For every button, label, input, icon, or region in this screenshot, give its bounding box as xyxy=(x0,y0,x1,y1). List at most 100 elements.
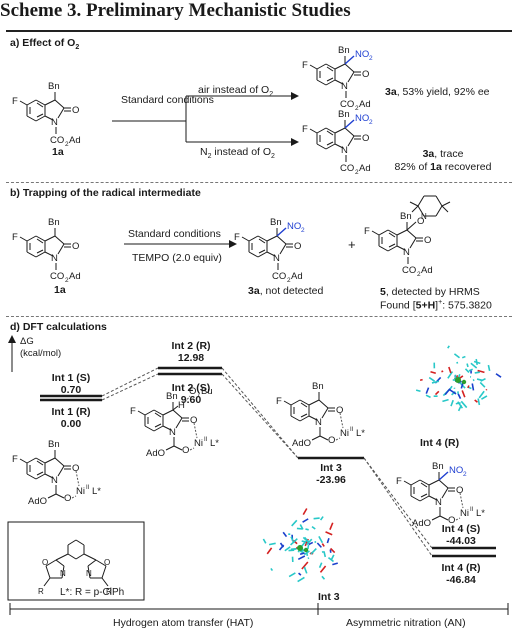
result-air: 3a, 53% yield, 92% ee xyxy=(385,86,490,98)
oxygen-label: O xyxy=(362,69,369,80)
oxygen-label: O xyxy=(42,558,48,567)
fluorine-label: F xyxy=(396,476,402,487)
atom-subscript: 2 xyxy=(417,271,421,278)
level-int1r: Int 1 (R)0.00 xyxy=(51,406,91,430)
ester-label: CO xyxy=(50,271,64,282)
ester-label: Ad xyxy=(359,99,371,110)
nitrogen-label: N xyxy=(315,417,322,428)
level-int3: Int 3-23.96 xyxy=(316,462,346,486)
model-int4r xyxy=(415,345,502,412)
ligand-box xyxy=(7,521,145,601)
benzyl-label: Bn xyxy=(48,217,60,228)
fluorine-label: F xyxy=(12,454,18,465)
nitrogen-label: N xyxy=(60,569,66,578)
axis-label: ΔG(kcal/mol) xyxy=(20,336,62,359)
benzyl-label: Bn xyxy=(338,109,350,120)
fluorine-label: F xyxy=(276,396,282,407)
atom-subscript: 2 xyxy=(65,141,69,148)
level-int1s: Int 1 (S)0.70 xyxy=(51,372,91,396)
an-label: Asymmetric nitration (AN) xyxy=(346,617,466,629)
oxygen-label: O xyxy=(104,558,110,567)
ester-label: Ad xyxy=(359,163,371,174)
ester-label: CO xyxy=(340,99,354,110)
oxygen-label: O xyxy=(64,493,71,504)
oxidation-state: II xyxy=(470,507,474,513)
model-int3 xyxy=(262,508,338,583)
product-3a-note: 3a, not detected xyxy=(248,285,324,297)
atom-subscript: 2 xyxy=(463,471,467,478)
compound-1a-label-b: 1a xyxy=(54,284,66,296)
ester-label: CO xyxy=(50,135,64,146)
divider-bd xyxy=(6,316,512,317)
benzyl-label: Bn xyxy=(400,211,412,222)
oxygen-label: O xyxy=(190,415,197,426)
r-group-label: R xyxy=(38,587,44,596)
phase-axis xyxy=(9,603,509,615)
hrms-found: Found [5+H]+: 575.3820 xyxy=(380,299,492,312)
ado-label: AdO xyxy=(412,518,431,529)
conditions-top-b: Standard conditions xyxy=(128,228,221,240)
benzyl-label: Bn xyxy=(312,381,324,392)
oxygen-label: O xyxy=(362,133,369,144)
air-condition-label: air instead of O2 xyxy=(198,84,274,99)
oxygen-label: O xyxy=(424,235,431,246)
ester-label: CO xyxy=(272,271,286,282)
nitrogen-label: N xyxy=(403,247,410,258)
nitro-label: NO xyxy=(449,465,463,476)
level-int4s: Int 4 (S)-44.03 xyxy=(441,523,481,547)
nickel-label: Ni xyxy=(340,428,349,439)
divider-ab xyxy=(6,182,512,183)
oxygen-label: O xyxy=(182,445,189,456)
atom-subscript: 2 xyxy=(355,105,359,112)
benzyl-label: Bn xyxy=(338,45,350,56)
fluorine-label: F xyxy=(302,60,308,71)
ester-label: Ad xyxy=(69,271,81,282)
nickel-label: Ni xyxy=(194,438,203,449)
ligand-label: L* xyxy=(356,428,365,439)
benzyl-label: Bn xyxy=(48,81,60,92)
nitro-label: NO xyxy=(287,221,301,232)
oxygen-label: O xyxy=(328,435,335,446)
nitrogen-label: N xyxy=(51,253,58,264)
ado-label: AdO xyxy=(146,448,165,459)
ligand-label: L* xyxy=(476,508,485,519)
nitrogen-label: N xyxy=(341,145,348,156)
fluorine-label: F xyxy=(302,124,308,135)
nitro-label: NO xyxy=(355,113,369,124)
fluorine-label: F xyxy=(234,232,240,243)
nitrogen-label: N xyxy=(86,569,92,578)
fluorine-label: F xyxy=(130,406,136,417)
oxygen-label: O xyxy=(72,105,79,116)
oxygen-label: O xyxy=(294,241,301,252)
level-int4r: Int 4 (R)-46.84 xyxy=(441,562,481,586)
energy-levels xyxy=(40,366,496,558)
hat-label: Hydrogen atom transfer (HAT) xyxy=(113,617,254,629)
ado-label: AdO xyxy=(28,496,47,507)
ligand-label: L* xyxy=(210,438,219,449)
plus-sign: + xyxy=(348,237,356,252)
atom-subscript: 2 xyxy=(301,227,305,234)
adduct-5-note: 5, detected by HRMS xyxy=(380,286,480,298)
fluorine-label: F xyxy=(364,226,370,237)
nitrogen-label: N xyxy=(421,212,427,221)
nitrogen-label: N xyxy=(435,497,442,508)
oxygen-label: O xyxy=(448,515,455,526)
atom-subscript: 2 xyxy=(65,277,69,284)
nitrogen-label: N xyxy=(51,475,58,486)
level-int2r: Int 2 (R)12.98 xyxy=(171,340,211,364)
fluorine-label: F xyxy=(12,96,18,107)
oxygen-label: O xyxy=(72,463,79,474)
ester-label: CO xyxy=(402,265,416,276)
hydrogen-label: H xyxy=(178,400,185,411)
atom-subscript: 2 xyxy=(369,55,373,62)
atom-subscript: 2 xyxy=(369,119,373,126)
atom-subscript: 2 xyxy=(287,277,291,284)
